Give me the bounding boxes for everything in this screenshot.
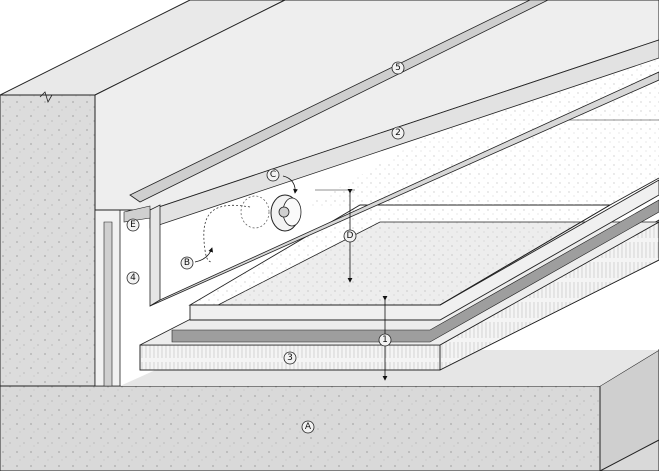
label-4-text: 4 (130, 273, 136, 283)
label-1: 1 (378, 333, 392, 347)
label-a-text: A (305, 422, 312, 432)
label-e-text: E (130, 220, 136, 230)
label-5: 5 (391, 61, 405, 75)
label-A: A (301, 420, 315, 434)
floating-floor-slab (188, 60, 659, 321)
break-line-icon (39, 91, 53, 104)
label-C: C (266, 168, 280, 182)
label-b-text: B (184, 258, 190, 268)
label-1-text: 1 (382, 335, 388, 345)
label-d-text: D (347, 231, 354, 241)
label-2: 2 (391, 126, 405, 140)
arrow-b (194, 247, 214, 263)
label-E: E (126, 218, 140, 232)
fixing-clip (203, 194, 302, 263)
skirting-profile (123, 71, 659, 307)
edge-strip (103, 221, 113, 387)
label-2-text: 2 (395, 128, 401, 138)
label-3: 3 (283, 351, 297, 365)
label-c-text: C (270, 170, 276, 180)
label-4: 4 (126, 271, 140, 285)
membrane-layer (171, 199, 659, 343)
label-B: B (180, 256, 194, 270)
label-5-text: 5 (395, 63, 401, 73)
wall-block (0, 0, 286, 387)
label-3-text: 3 (287, 353, 293, 363)
wall-panel (94, 0, 659, 229)
arrow-c (282, 175, 298, 194)
label-D: D (343, 229, 357, 243)
